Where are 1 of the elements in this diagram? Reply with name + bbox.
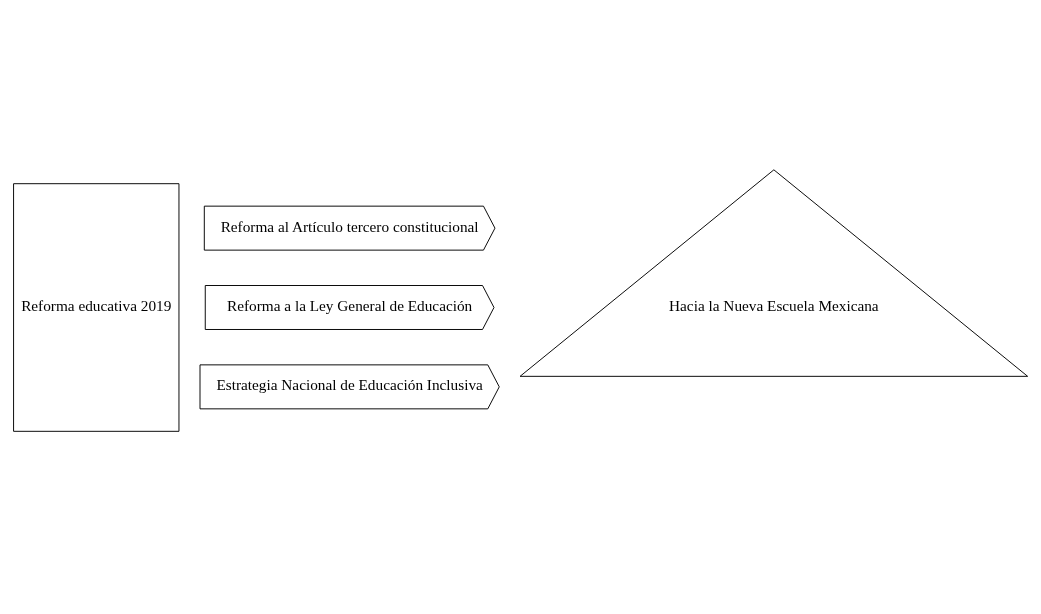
node-box: Reforma educativa 2019	[13, 182, 180, 432]
